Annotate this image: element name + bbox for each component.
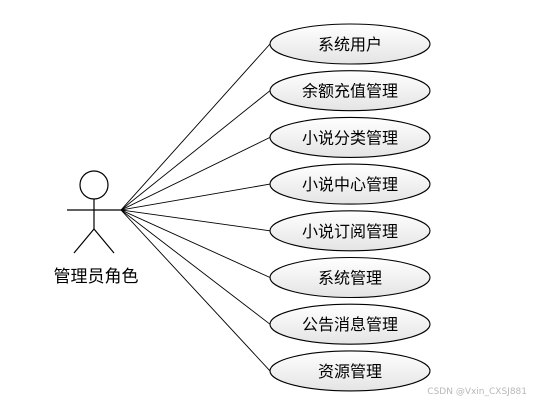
use-case-label: 小说中心管理 bbox=[302, 175, 398, 194]
use-case-label: 系统管理 bbox=[318, 269, 382, 288]
actor-left-leg bbox=[73, 228, 95, 254]
watermark: CSDN @Vxin_CXSJ881 bbox=[427, 387, 527, 397]
association-line bbox=[120, 209, 271, 232]
use-case-ellipse bbox=[269, 23, 431, 65]
use-case: 系统用户 bbox=[269, 23, 431, 65]
use-case-label: 资源管理 bbox=[318, 362, 382, 381]
association-line bbox=[120, 136, 271, 211]
use-case: 资源管理 bbox=[269, 350, 431, 392]
association-lines bbox=[120, 43, 271, 372]
use-case: 小说中心管理 bbox=[269, 163, 431, 205]
use-case-label: 小说订阅管理 bbox=[302, 222, 398, 241]
use-cases: 系统用户余额充值管理小说分类管理小说中心管理小说订阅管理系统管理公告消息管理资源… bbox=[269, 23, 431, 392]
use-case-ellipse bbox=[269, 116, 431, 158]
use-case: 小说分类管理 bbox=[269, 116, 431, 158]
use-case-ellipse bbox=[269, 70, 431, 112]
actor-label: 管理员角色 bbox=[54, 267, 139, 287]
use-case-label: 小说分类管理 bbox=[302, 128, 398, 147]
use-case-ellipse bbox=[269, 256, 431, 299]
use-case: 公告消息管理 bbox=[269, 303, 431, 345]
association-line bbox=[120, 209, 271, 278]
use-case-ellipse bbox=[269, 350, 431, 392]
association-line bbox=[120, 183, 271, 211]
use-case-ellipse bbox=[269, 163, 431, 205]
actor-head bbox=[79, 170, 109, 200]
actor: 管理员角色 bbox=[54, 170, 139, 287]
use-case-label: 公告消息管理 bbox=[302, 315, 398, 334]
association-line bbox=[120, 90, 271, 211]
association-line bbox=[120, 209, 271, 372]
use-case-ellipse bbox=[269, 210, 431, 252]
use-case: 小说订阅管理 bbox=[269, 210, 431, 252]
association-line bbox=[120, 209, 271, 325]
use-case: 系统管理 bbox=[269, 256, 431, 299]
use-case-label: 余额充值管理 bbox=[302, 82, 398, 101]
use-case-label: 系统用户 bbox=[318, 35, 382, 54]
use-case-ellipse bbox=[269, 303, 431, 345]
association-line bbox=[120, 43, 271, 211]
use-case: 余额充值管理 bbox=[269, 70, 431, 112]
actor-right-leg bbox=[93, 228, 115, 254]
